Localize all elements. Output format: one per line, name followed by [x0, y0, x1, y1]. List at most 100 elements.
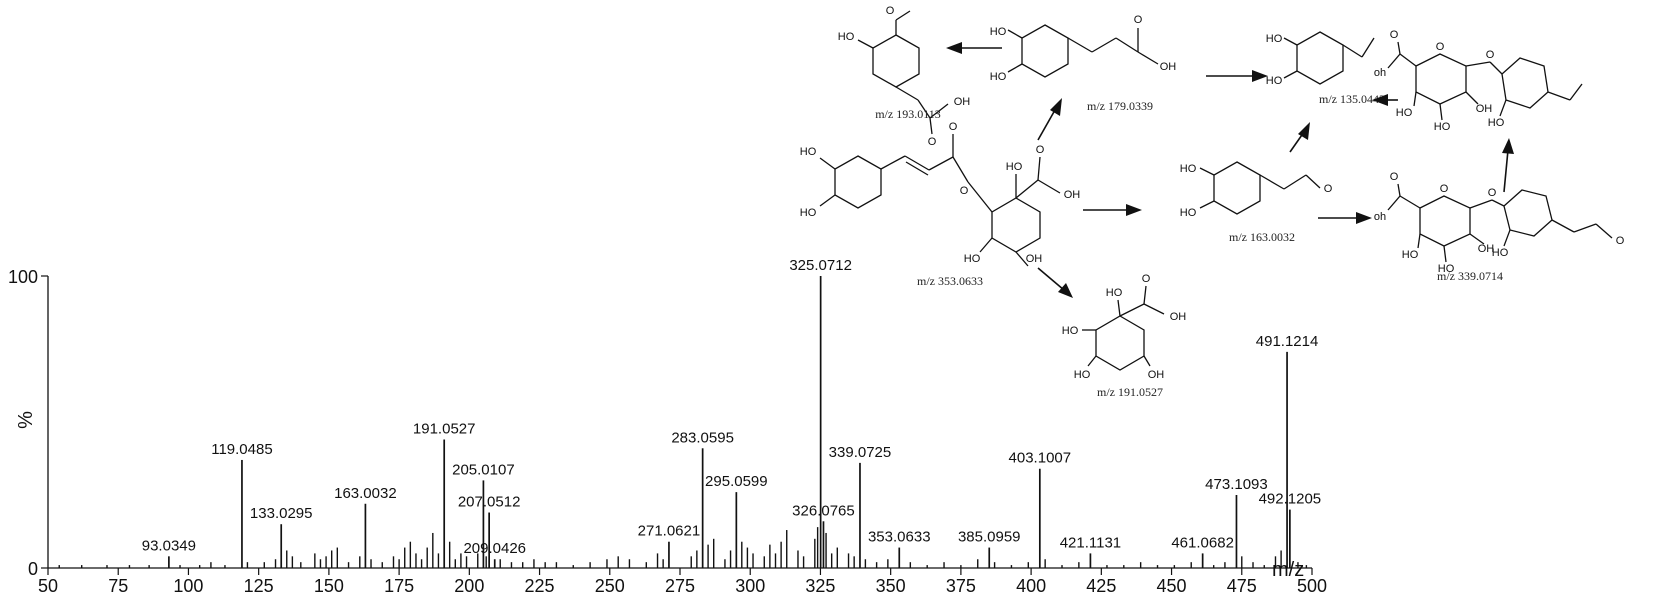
x-tick-label: 500: [1297, 576, 1327, 596]
x-tick-label: 100: [173, 576, 203, 596]
caption-ion-193: m/z 193.0113: [875, 107, 941, 121]
ion-339-atom-o-lower: oh: [1374, 211, 1386, 223]
glucuronide-atom-ho-1: HO: [1396, 107, 1413, 119]
molecule-ion-191: HO O OH HO HO OH m/z 191.0527: [1062, 273, 1187, 399]
ion-179-atom-o: O: [1134, 14, 1143, 26]
peak-label: 491.1214: [1256, 333, 1319, 350]
ion-339-atom-ho-2: HO: [1438, 263, 1455, 275]
glucuronide-atom-oh: OH: [1476, 103, 1493, 115]
ion-163-atom-o: O: [1324, 183, 1333, 195]
peak-label: 209.0426: [463, 540, 526, 557]
peak-label: 421.1131: [1060, 534, 1121, 551]
molecule-ion-339: O oh O O HO OH HO HO O m/z 339.0714: [1374, 171, 1625, 283]
molecule-ion-193: O HO OH O m/z 193.0113: [838, 5, 971, 148]
arrow-163-to-135-head: [1298, 122, 1310, 140]
precursor-atom-o-ester: O: [960, 185, 969, 197]
y-tick-label: 0: [28, 559, 38, 579]
arrow-339-to-glucuronide: [1503, 149, 1509, 193]
ion-339-atom-oh: OH: [1478, 243, 1495, 255]
molecule-ion-135: HO HO m/z 135.0443: [1266, 31, 1385, 106]
ion-135-atom-ho-1: HO: [1266, 33, 1283, 45]
arrow-precursor-to-179: [1037, 109, 1056, 141]
arrow-179-to-135-head: [1252, 70, 1268, 82]
x-tick-label: 175: [384, 576, 414, 596]
precursor-atom-ho-4: HO: [964, 253, 981, 265]
arrow-339-to-glucuronide-head: [1502, 138, 1514, 154]
x-tick-label: 200: [454, 576, 484, 596]
ion-179-atom-ho-2: HO: [990, 71, 1007, 83]
x-tick-label: 275: [665, 576, 695, 596]
x-tick-label: 50: [38, 576, 58, 596]
molecule-precursor: HO HO O O HO O OH HO OH m/z 353.0633: [800, 121, 1081, 288]
precursor-atom-ho-1: HO: [800, 146, 817, 158]
ion-339-atom-o-aldehyde: O: [1616, 235, 1625, 247]
arrow-precursor-to-179-head: [1050, 98, 1062, 116]
ion-339-atom-o-link: O: [1488, 187, 1497, 199]
peak-label: 385.0959: [958, 529, 1021, 546]
ion-191-atom-ho-1: HO: [1106, 287, 1123, 299]
peak-label: 403.1007: [1009, 450, 1072, 467]
glucuronide-atom-o-carbonyl: O: [1390, 29, 1399, 41]
ion-191-atom-oh-acid: OH: [1170, 311, 1187, 323]
y-axis-label: %: [15, 411, 37, 429]
x-tick-label: 450: [1157, 576, 1187, 596]
peak-labels: 93.0349119.0485133.0295163.0032191.05272…: [142, 257, 1321, 557]
peak-label: 325.0712: [789, 257, 852, 274]
peak-label: 461.0682: [1171, 534, 1234, 551]
x-tick-label: 475: [1227, 576, 1257, 596]
x-tick-label: 150: [314, 576, 344, 596]
ion-179-atom-ho-1: HO: [990, 26, 1007, 38]
glucuronide-atom-o-lower: oh: [1374, 67, 1386, 79]
ion-163-atom-ho-2: HO: [1180, 207, 1197, 219]
molecule-ion-163: HO HO O m/z 163.0032: [1180, 161, 1333, 244]
peak-label: 326.0765: [792, 502, 855, 519]
minor-peaks: [58, 527, 1308, 568]
molecule-glucuronide-vinyl: O oh O O HO OH HO HO: [1374, 29, 1583, 133]
labeled-peaks: [168, 276, 1291, 568]
precursor-atom-oh-4: OH: [1026, 253, 1043, 265]
x-tick-label: 250: [595, 576, 625, 596]
ion-163-atom-ho-1: HO: [1180, 163, 1197, 175]
ion-191-atom-ho-2: HO: [1062, 325, 1079, 337]
ion-339-atom-o-carbonyl: O: [1390, 171, 1399, 183]
fragmentation-pathway: HO HO O O HO O OH HO OH m/z 353.0633 HO …: [800, 5, 1625, 399]
x-tick-label: 375: [946, 576, 976, 596]
ion-339-atom-ho-3: HO: [1492, 247, 1509, 259]
arrow-glucuronide-to-135-head: [1372, 94, 1388, 106]
precursor-atom-ho-3: HO: [1006, 161, 1023, 173]
ion-191-atom-o: O: [1142, 273, 1151, 285]
peak-label: 119.0485: [211, 441, 272, 458]
ion-339-atom-ho-1: HO: [1402, 249, 1419, 261]
peak-label: 492.1205: [1259, 491, 1322, 508]
precursor-atom-oh-acid: OH: [1064, 189, 1081, 201]
arrow-163-to-339-head: [1356, 212, 1372, 224]
x-tick-label: 75: [108, 576, 128, 596]
peak-label: 205.0107: [452, 461, 515, 478]
precursor-atom-ho-2: HO: [800, 207, 817, 219]
glucuronide-atom-ho-3: HO: [1488, 117, 1505, 129]
ion-193-atom-ho: HO: [838, 31, 855, 43]
glucuronide-atom-ho-2: HO: [1434, 121, 1451, 133]
ion-135-atom-ho-2: HO: [1266, 75, 1283, 87]
x-tick-label: 225: [525, 576, 555, 596]
caption-precursor: m/z 353.0633: [917, 274, 983, 288]
x-tick-label: 350: [876, 576, 906, 596]
caption-ion-135: m/z 135.0443: [1319, 92, 1385, 106]
precursor-atom-o-carbonyl: O: [949, 121, 958, 133]
ion-191-atom-oh: OH: [1148, 369, 1165, 381]
caption-ion-179: m/z 179.0339: [1087, 99, 1153, 113]
precursor-atom-o-acid: O: [1036, 144, 1045, 156]
caption-ion-163: m/z 163.0032: [1229, 230, 1295, 244]
arrow-179-to-193-head: [946, 42, 962, 54]
ion-339-atom-o-ring: O: [1440, 183, 1449, 195]
ion-191-atom-ho-3: HO: [1074, 369, 1091, 381]
peak-label: 339.0725: [829, 444, 892, 461]
ion-179-atom-oh: OH: [1160, 61, 1177, 73]
x-axis-label: m/z: [1272, 559, 1304, 581]
glucuronide-atom-o-ring: O: [1436, 41, 1445, 53]
y-tick-label: 100: [8, 267, 38, 287]
peak-label: 283.0595: [671, 429, 734, 446]
